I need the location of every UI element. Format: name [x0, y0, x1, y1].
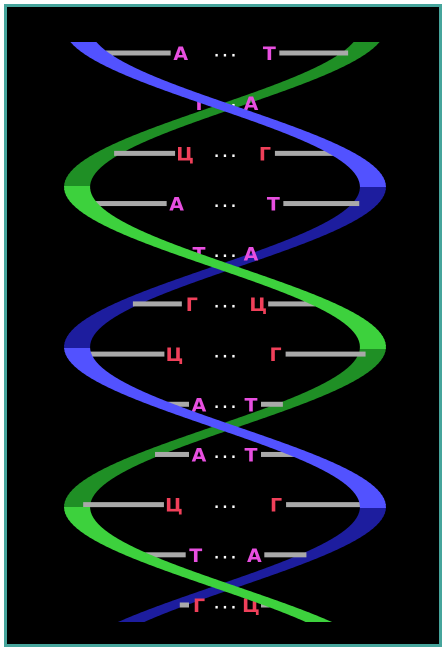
base-right: А	[247, 545, 262, 567]
base-right: Г	[259, 143, 271, 165]
rung-right	[279, 51, 348, 56]
base-left: Ц	[176, 143, 194, 165]
blue-strand-segment	[360, 504, 386, 508]
base-pair: Ц ··· Г	[83, 495, 367, 517]
rung-right	[286, 502, 367, 507]
hydrogen-bond-dots: ···	[212, 349, 237, 365]
base-pair: Ц ··· Г	[84, 344, 365, 366]
base-pair: А ··· Т	[102, 43, 348, 65]
base-left: А	[169, 194, 184, 216]
base-left: Т	[189, 545, 202, 567]
green-strand-segment	[360, 345, 386, 349]
base-pair: А ··· Т	[91, 194, 360, 216]
rung-right	[264, 552, 306, 557]
rung-left	[155, 452, 189, 457]
dna-diagram-frame: А ··· Т Т ··· А Ц ··· Г А ··· Т Т ··· А Г ··· Ц Ц ··· Г А ··· Т…	[4, 4, 442, 647]
hydrogen-bond-dots: ···	[212, 148, 237, 164]
hydrogen-bond-dots: ···	[212, 600, 237, 616]
rung-left	[180, 603, 189, 608]
rung-right	[283, 201, 359, 206]
base-right: Т	[263, 43, 276, 65]
base-right: Ц	[249, 294, 267, 316]
hydrogen-bond-dots: ···	[212, 299, 237, 315]
rung-right	[286, 352, 366, 357]
base-left: А	[192, 444, 207, 466]
base-left: Г	[193, 595, 205, 617]
dna-double-helix: А ··· Т Т ··· А Ц ··· Г А ··· Т Т ··· А Г ··· Ц Ц ··· Г А ··· Т…	[7, 7, 439, 644]
rung-left	[91, 201, 167, 206]
base-left: Ц	[166, 344, 184, 366]
base-left: Ц	[165, 495, 183, 517]
base-right: Г	[270, 344, 282, 366]
base-right: А	[244, 244, 259, 266]
rung-left	[114, 151, 175, 156]
blue-strand-segment	[360, 183, 386, 187]
base-left: А	[173, 43, 188, 65]
base-right: Т	[245, 444, 258, 466]
blue-strand-segment	[118, 621, 146, 622]
rung-left	[84, 352, 164, 357]
rung-left	[83, 502, 164, 507]
rung-right	[261, 402, 283, 407]
hydrogen-bond-dots: ···	[212, 550, 237, 566]
rung-left	[133, 301, 182, 306]
hydrogen-bond-dots: ···	[212, 199, 237, 215]
green-strand-segment	[304, 621, 332, 622]
hydrogen-bond-dots: ···	[212, 500, 237, 516]
base-right: Г	[270, 495, 282, 517]
base-right: Т	[267, 194, 280, 216]
hydrogen-bond-dots: ···	[212, 399, 237, 415]
base-pair: Ц ··· Г	[114, 143, 336, 165]
hydrogen-bond-dots: ···	[212, 449, 237, 465]
base-left: Г	[186, 294, 198, 316]
base-right: Т	[245, 394, 258, 416]
hydrogen-bond-dots: ···	[212, 48, 237, 64]
base-pair: Г ··· Ц	[133, 294, 317, 316]
rung-left	[102, 51, 171, 56]
